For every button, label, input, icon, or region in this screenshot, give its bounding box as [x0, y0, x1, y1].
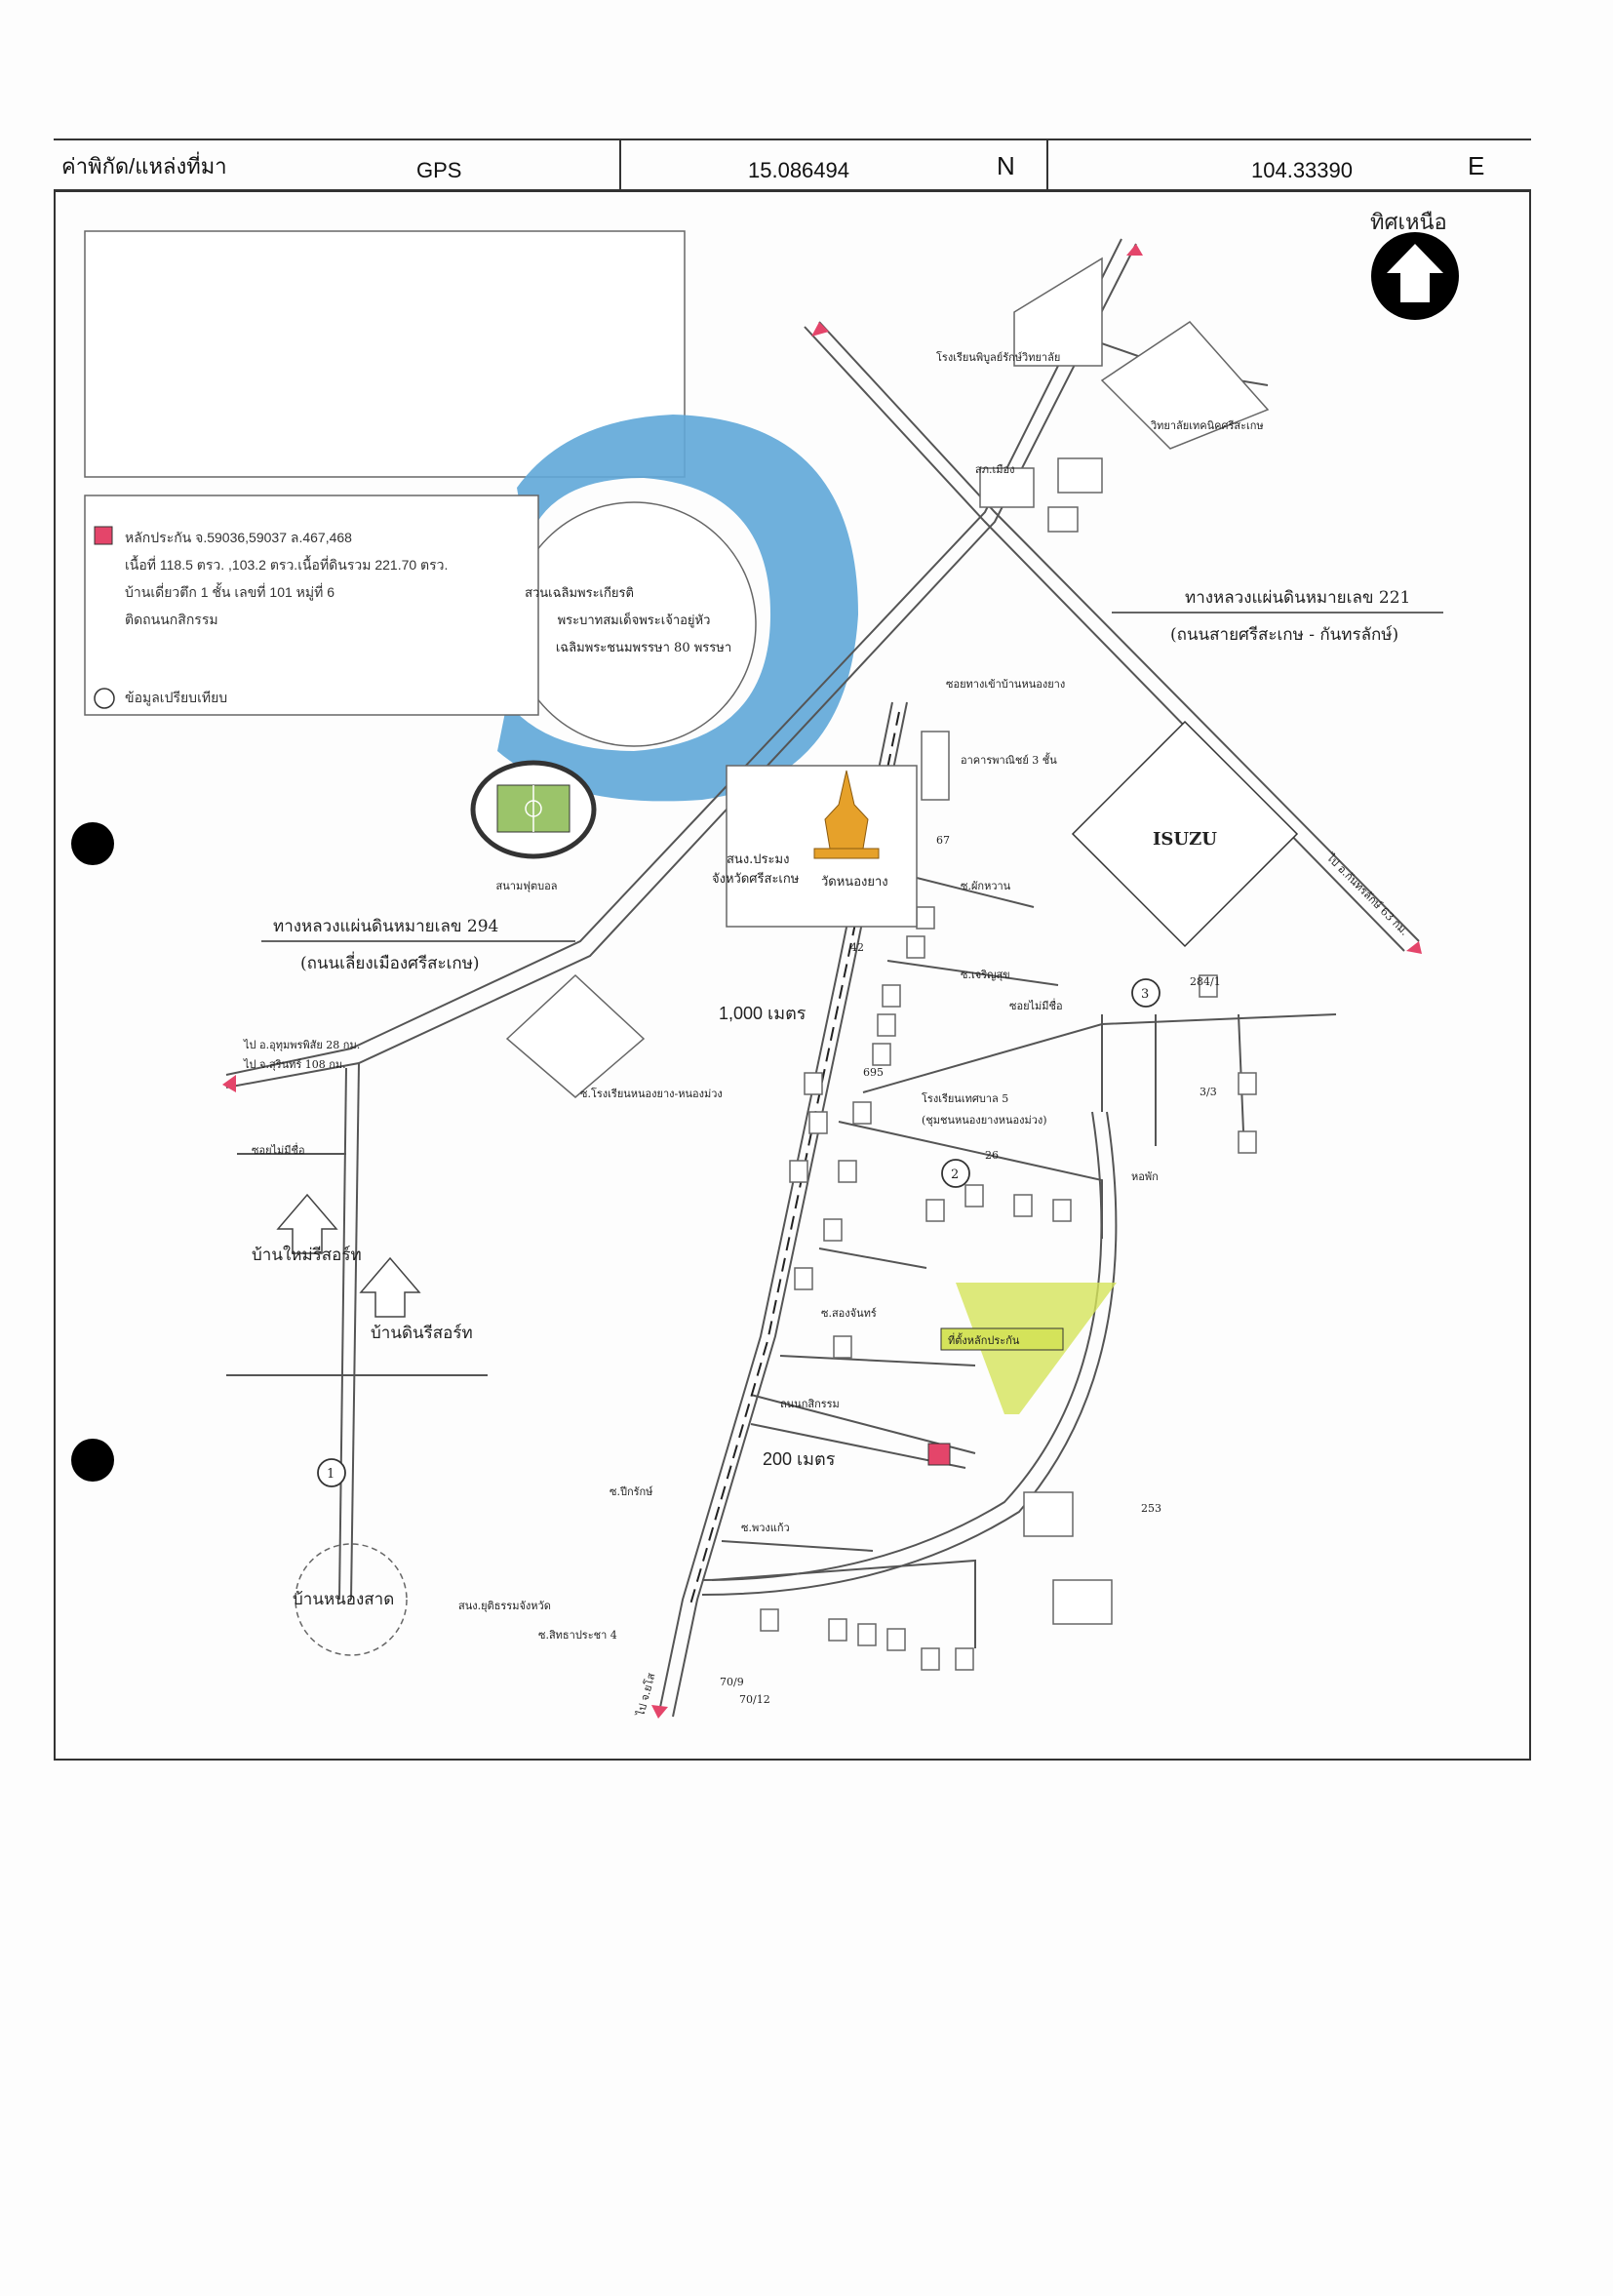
number-67: 67	[936, 834, 950, 847]
to-kantharalak-label: ไป อ.กันทรลักษ์ 63 กม.	[1323, 851, 1410, 937]
number-33: 3/3	[1200, 1086, 1217, 1098]
legend-box	[84, 495, 539, 716]
comparable-3-number: 3	[1141, 987, 1149, 1002]
legend-collateral-title: หลักประกัน จ.59036,59037 ล.467,468	[125, 530, 352, 545]
latitude-value: 15.086494	[748, 158, 849, 182]
road-kasikam-label: ถนนกสิกรรม	[780, 1398, 840, 1410]
number-70-9: 70/9	[720, 1676, 744, 1688]
soi-rongrian-label: ซ.โรงเรียนหนองยาง-หนองม่วง	[580, 1087, 723, 1100]
longitude-value: 104.33390	[1251, 158, 1353, 182]
soi-satta-label: ซ.สิทธาประชา 4	[538, 1629, 617, 1642]
legend-collateral-line3: บ้านเดี่ยวตึก 1 ชั้น เลขที่ 101 หมู่ที่ …	[125, 582, 334, 601]
collateral-tag-box	[940, 1327, 1064, 1351]
stadium-label: สนามฟุตบอล	[496, 880, 558, 892]
number-253: 253	[1141, 1502, 1161, 1515]
temple-block	[726, 765, 918, 928]
lake	[497, 415, 858, 802]
police-label: สภ.เมือง	[975, 463, 1014, 476]
latitude-direction: N	[997, 151, 1015, 180]
school-kindergarten-label: โรงเรียนเทศบาล 5	[922, 1091, 1008, 1105]
comparable-marker-2	[941, 1159, 970, 1188]
village-circle	[295, 1543, 408, 1656]
soi-songkhanthon-label: ซ.สองจันทร์	[821, 1307, 877, 1320]
to-south-label: ไป จ.ยโส	[633, 1671, 658, 1718]
prov-office-label-2: จังหวัดศรีสะเกษ	[712, 871, 800, 887]
building-blocks	[760, 457, 1257, 1671]
punch-hole-top	[71, 822, 114, 865]
park-label-2: พระบาทสมเด็จพระเจ้าอยู่หัว	[558, 611, 711, 628]
soi-east-label: ซอยไม่มีชื่อ	[1009, 998, 1063, 1012]
number-42: 42	[850, 941, 864, 954]
punch-hole-bottom	[71, 1439, 114, 1482]
soi-west-label: ซอยไม่มีชื่อ	[252, 1142, 305, 1157]
cross-pkt-label: สนง.ยุติธรรมจังหวัด	[458, 1600, 551, 1612]
to-amphoe-1-label: ไป อ.อุทุมพรพิสัย 28 กม.	[243, 1039, 360, 1051]
temple-label: วัดหนองยาง	[821, 875, 888, 890]
village-new-label: บ้านใหม่รีสอร์ท	[252, 1245, 362, 1265]
number-284: 284/1	[1190, 975, 1221, 988]
distance-200m: 200 เมตร	[763, 1449, 836, 1469]
highway-294-label-2: (ถนนเลี่ยงเมืองศรีสะเกษ)	[300, 951, 480, 973]
number-70-12: 70/12	[739, 1693, 770, 1706]
soi-phakwan-label: ซ.ผักหวาน	[961, 880, 1011, 892]
soi-nong-yang-label: ซอยทางเข้าบ้านหนองยาง	[946, 678, 1065, 691]
village-nong-label: บ้านหนองสาด	[293, 1590, 394, 1609]
circle-outline-icon	[94, 688, 115, 709]
comparable-marker-1	[317, 1458, 346, 1487]
comparable-2-number: 2	[951, 1168, 959, 1182]
isuzu-label: ISUZU	[1153, 829, 1217, 850]
highway-221-label-1: ทางหลวงแผ่นดินหมายเลข 221	[1185, 588, 1410, 608]
village-house-icons	[276, 1193, 421, 1318]
legend-collateral-line2: เนื้อที่ 118.5 ตรว. ,103.2 ตรว.เนื้อที่ด…	[125, 555, 448, 573]
highway-294-label-1: ทางหลวงแผ่นดินหมายเลข 294	[273, 917, 498, 936]
collateral-tag-label: ที่ตั้งหลักประกัน	[948, 1332, 1020, 1347]
number-695: 695	[863, 1066, 884, 1079]
coordinate-label: ค่าพิกัด/แหล่งที่มา	[61, 154, 227, 178]
soi-charoensuk-label: ซ.เจริญสุข	[961, 969, 1010, 981]
school-kindergarten-label-2: (ชุมชนหนองยางหนองม่วง)	[922, 1114, 1047, 1127]
legend-comparable-label: ข้อมูลเปรียบเทียบ	[125, 690, 227, 706]
hospital-label: หอพัก	[1131, 1170, 1159, 1183]
soi-pluang-label: ซ.พวงแก้ว	[741, 1522, 790, 1534]
prov-road-label: ซ.ปีกรักษ์	[610, 1485, 653, 1498]
school-right-label: วิทยาลัยเทคนิคศรีสะเกษ	[1150, 419, 1263, 432]
legend-collateral-line4: ติดถนนกสิกรรม	[125, 612, 218, 627]
collateral-swatch	[94, 526, 113, 545]
collateral-marker	[927, 1443, 951, 1466]
village-din-label: บ้านดินรีสอร์ท	[371, 1324, 473, 1343]
park-label-1: สวนเฉลิมพระเกียรติ	[525, 585, 634, 601]
coordinate-source: GPS	[416, 158, 462, 182]
highway-221-label-2: (ถนนสายศรีสะเกษ - กันทรลักษ์)	[1170, 625, 1398, 645]
park-label-3: เฉลิมพระชนมพรรษา 80 พรรษา	[556, 641, 731, 655]
road-end-arrows	[222, 244, 1422, 1719]
number-26: 26	[985, 1149, 999, 1162]
comparable-1-number: 1	[327, 1467, 334, 1482]
school-right-block	[1100, 321, 1270, 450]
school-top-label: โรงเรียนพิบูลย์รักษ์วิทยาลัย	[936, 350, 1060, 364]
isuzu-landmark	[1071, 720, 1299, 948]
prov-office-label-1: สนง.ประมง	[727, 852, 789, 867]
school-top-block	[1013, 257, 1103, 367]
longitude-direction: E	[1468, 151, 1485, 180]
to-amphoe-2-label: ไป จ.สุรินทร์ 108 กม.	[243, 1058, 346, 1071]
distance-1000m: 1,000 เมตร	[719, 1004, 806, 1023]
north-label: ทิศเหนือ	[1370, 210, 1447, 234]
map-frame	[54, 190, 1531, 1761]
comparable-marker-3	[1131, 978, 1161, 1008]
shop-3-label: อาคารพาณิชย์ 3 ชั้น	[961, 752, 1057, 767]
prov-office-block	[505, 973, 646, 1098]
